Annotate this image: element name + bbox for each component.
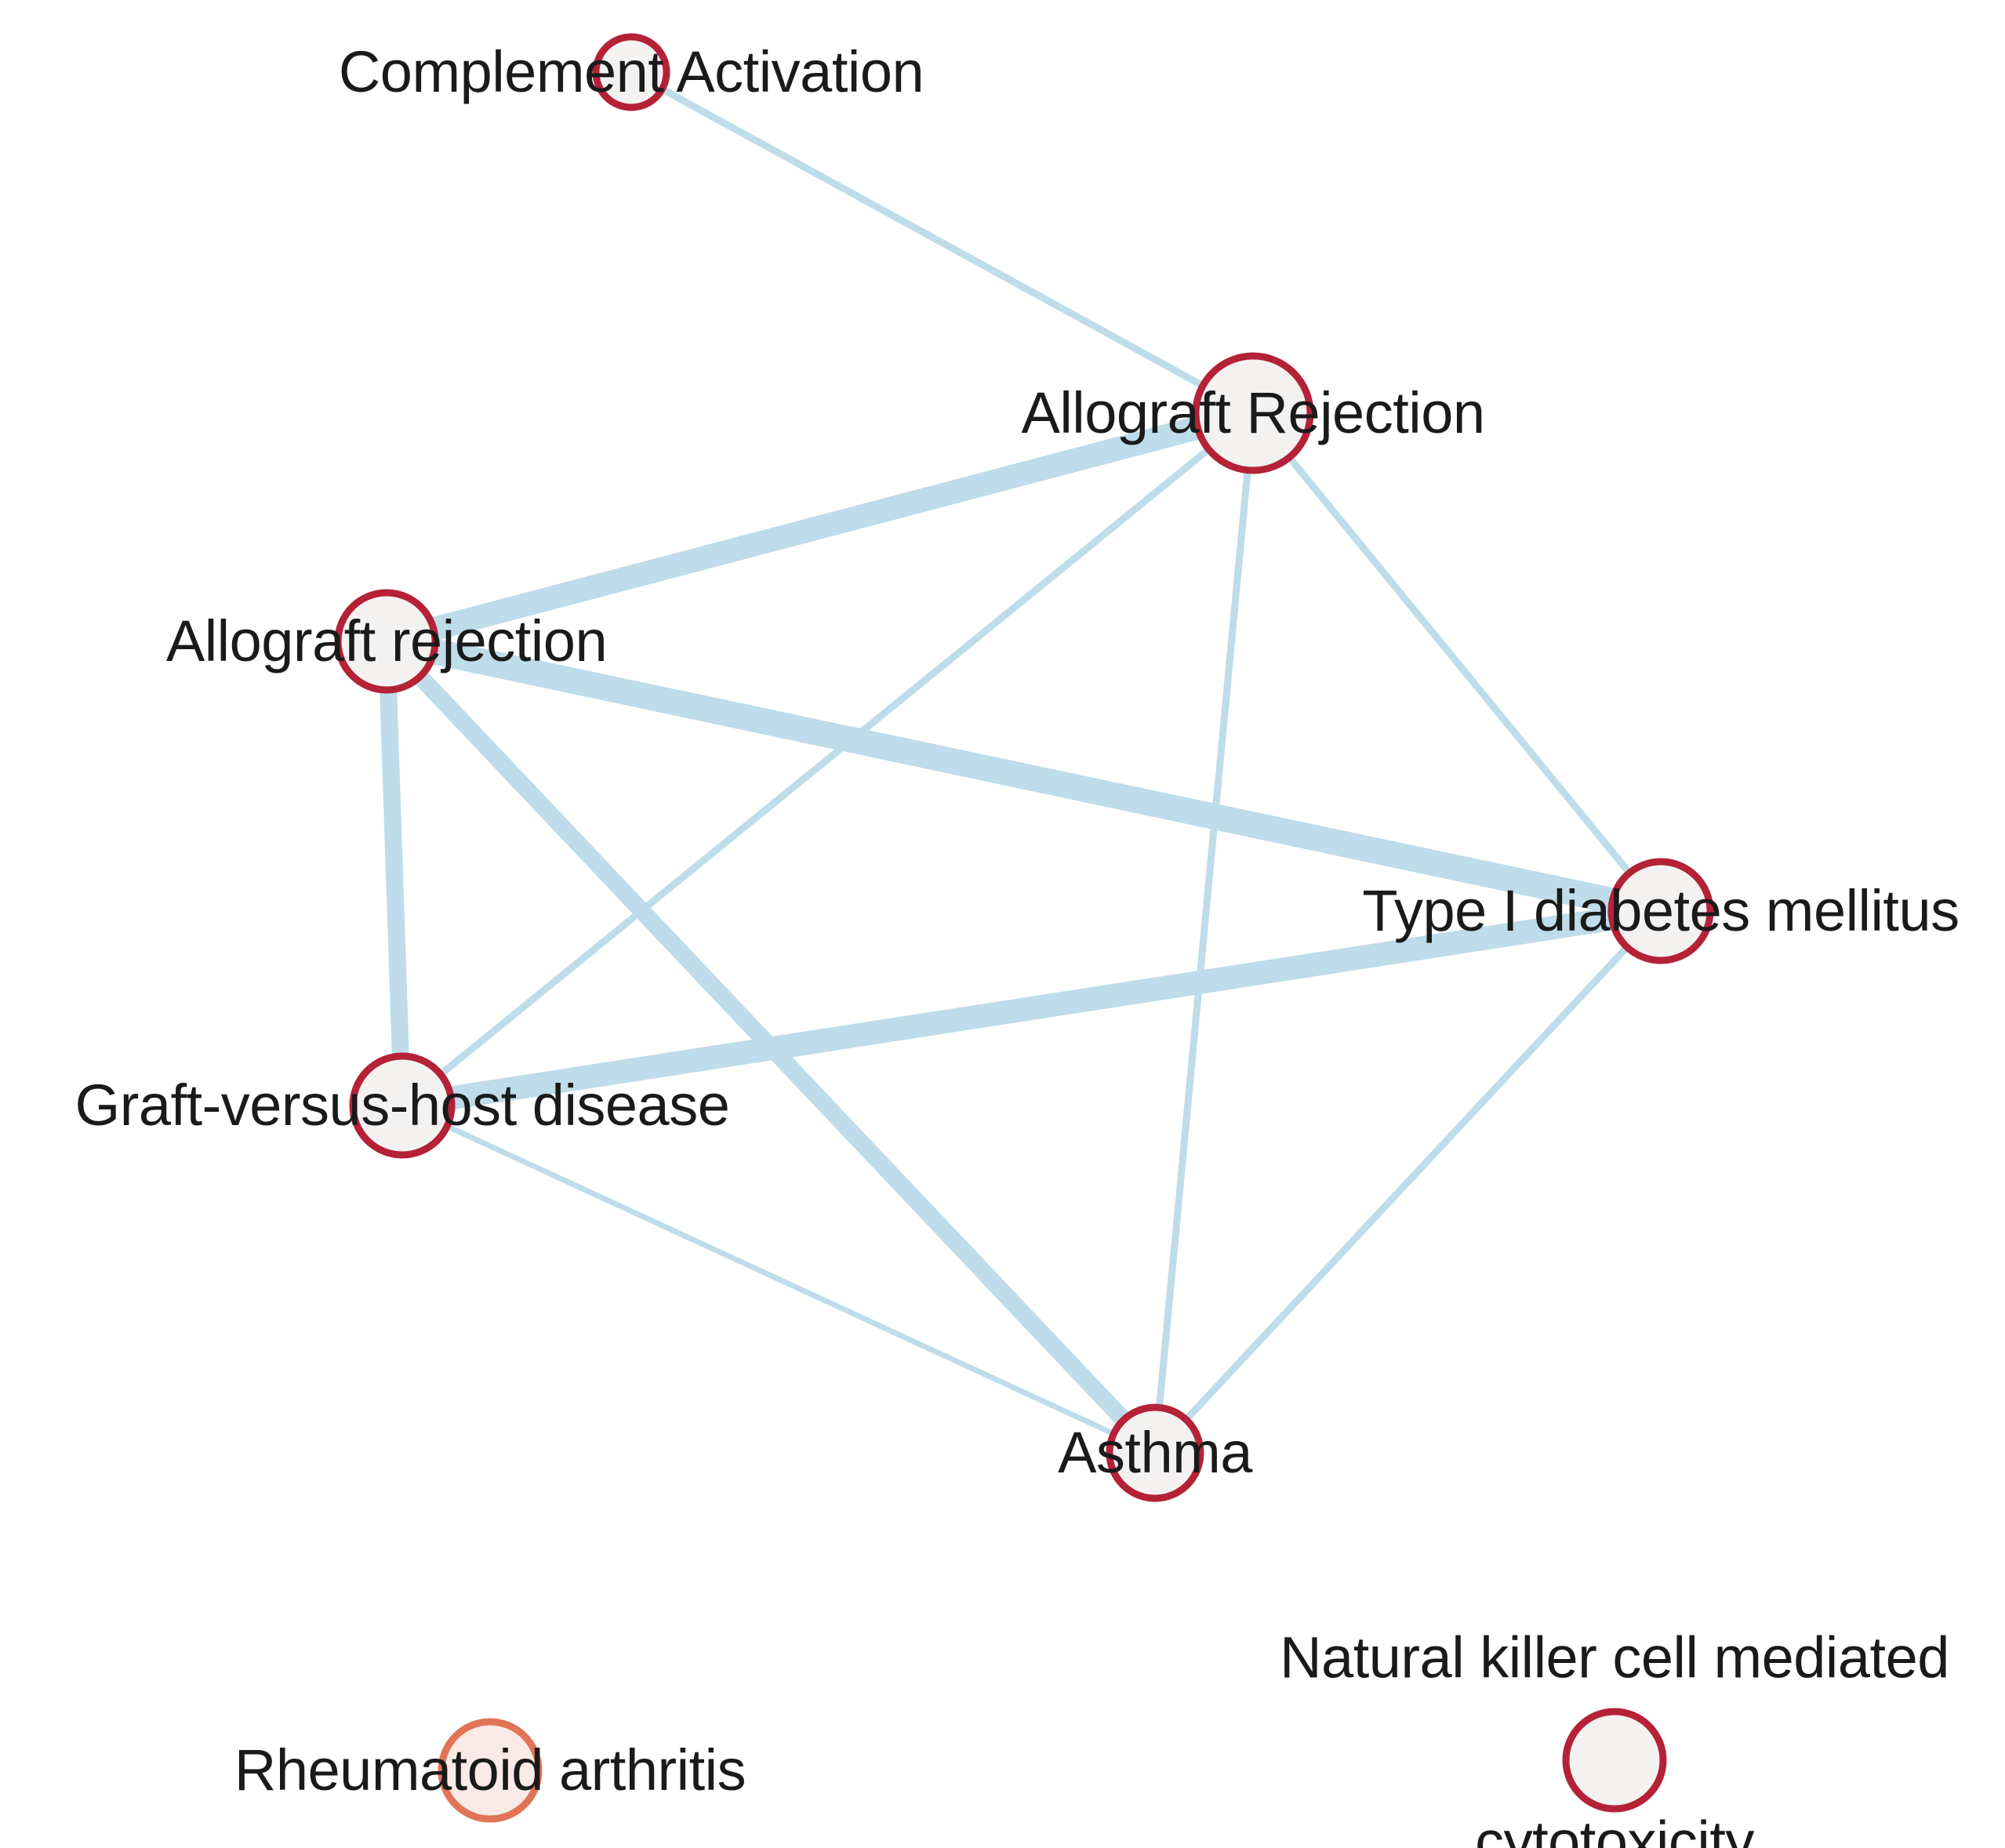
graph-node-allograft-rejection-lower[interactable] (334, 589, 439, 694)
graph-edge (400, 899, 1663, 1117)
graph-edge (378, 641, 411, 1106)
graph-edge (1250, 411, 1664, 913)
graph-edge (383, 628, 1664, 924)
graph-node-asthma[interactable] (1106, 1403, 1204, 1502)
graph-node-allograft-rejection-upper[interactable] (1192, 352, 1314, 474)
graph-edge (629, 69, 1255, 416)
graph-edge (1152, 908, 1664, 1456)
graph-node-complement-activation[interactable] (592, 33, 670, 111)
graph-node-natural-killer-cell-mediated-cytotoxicity[interactable] (1562, 1708, 1667, 1813)
node-layer (334, 33, 1714, 1823)
graph-node-rheumatoid-arthritis[interactable] (438, 1718, 543, 1823)
graph-edge (1151, 412, 1257, 1454)
graph-edge (400, 410, 1255, 1109)
graph-node-type-i-diabetes-mellitus[interactable] (1607, 858, 1714, 964)
graph-edge (383, 401, 1256, 653)
edge-layer (378, 69, 1664, 1459)
graph-edge (401, 1102, 1157, 1456)
graph-node-graft-versus-host-disease[interactable] (349, 1052, 456, 1159)
